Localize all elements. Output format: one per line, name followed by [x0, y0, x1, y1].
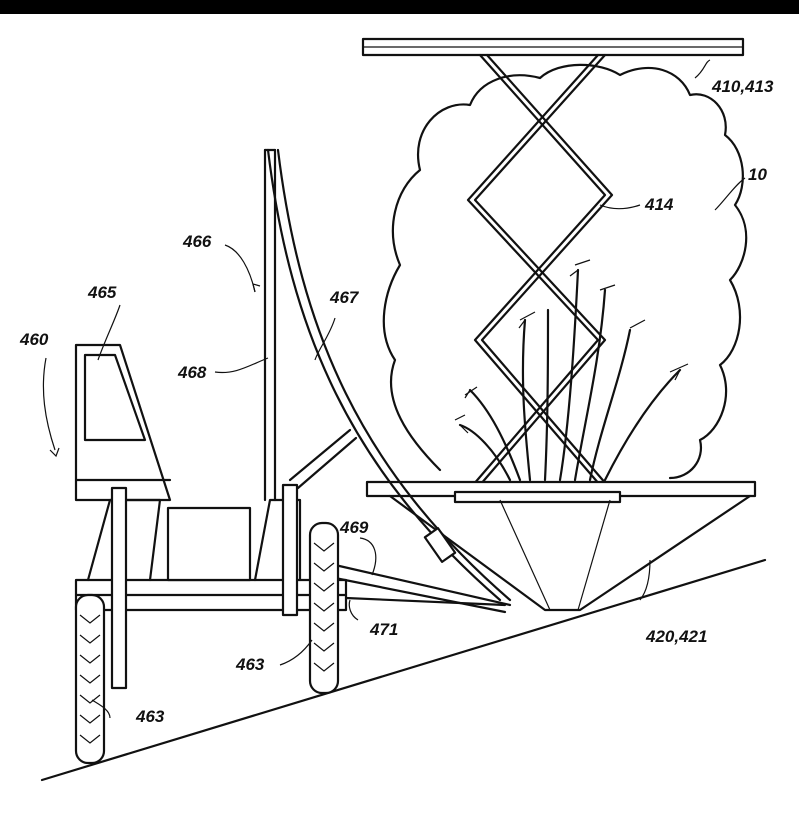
front-wheel	[308, 521, 340, 695]
label-463-front: 463	[235, 655, 265, 674]
label-468: 468	[177, 363, 207, 382]
vertical-mast	[263, 148, 358, 502]
label-466: 466	[182, 232, 212, 251]
scissor-lift	[466, 53, 614, 487]
tree-branches	[454, 259, 689, 482]
tree-canopy	[382, 63, 748, 480]
label-410-413: 410,413	[711, 77, 774, 96]
label-463-rear: 463	[135, 707, 165, 726]
label-465: 465	[87, 283, 117, 302]
label-471: 471	[369, 620, 398, 639]
top-black-band	[0, 0, 799, 14]
label-420-421: 420,421	[645, 627, 707, 646]
curved-boom	[266, 148, 512, 602]
label-469: 469	[339, 518, 369, 537]
lower-platform-bar	[365, 480, 757, 504]
label-467: 467	[329, 288, 360, 307]
upper-platform-bar	[361, 37, 745, 57]
leader-lines	[42, 59, 746, 719]
ground-line	[40, 558, 767, 782]
label-460: 460	[19, 330, 49, 349]
collector-funnel	[388, 494, 752, 612]
label-414: 414	[644, 195, 674, 214]
vehicle	[74, 343, 512, 690]
label-10: 10	[748, 165, 767, 184]
rear-wheel	[74, 593, 106, 765]
